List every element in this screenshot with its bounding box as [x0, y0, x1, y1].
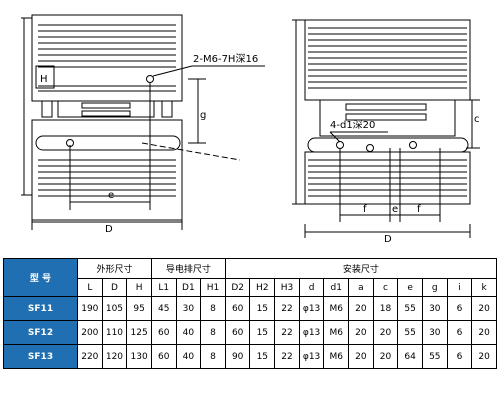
right-view	[292, 19, 480, 238]
value-cell: 6	[446, 320, 473, 345]
col-header: D1	[175, 278, 202, 297]
value-cell: 8	[200, 320, 226, 345]
col-header: k	[471, 278, 497, 297]
value-cell: 60	[150, 344, 177, 369]
value-cell: 15	[249, 344, 276, 369]
value-cell: 200	[77, 320, 103, 345]
value-cell: 220	[77, 344, 103, 369]
value-cell: 90	[224, 344, 251, 369]
model-cell: SF12	[3, 320, 78, 345]
value-cell: 130	[126, 344, 152, 369]
value-cell: 22	[274, 344, 300, 369]
value-cell: 40	[175, 320, 202, 345]
label-H: H	[40, 74, 48, 85]
value-cell: 125	[126, 320, 152, 345]
value-cell: 30	[175, 296, 202, 321]
label-e-left: e	[108, 190, 114, 201]
group-install: 安装尺寸	[224, 258, 498, 279]
header-model: 型 号	[3, 258, 78, 297]
value-cell: φ13	[298, 320, 325, 345]
value-cell: M6	[323, 344, 350, 369]
model-cell: SF13	[3, 344, 78, 369]
value-cell: 20	[471, 344, 497, 369]
col-header: D2	[224, 278, 251, 297]
value-cell: 20	[348, 296, 374, 321]
value-cell: 45	[150, 296, 177, 321]
value-cell: 15	[249, 320, 276, 345]
value-cell: 20	[471, 320, 497, 345]
model-cell: SF11	[3, 296, 78, 321]
value-cell: 40	[175, 344, 202, 369]
value-cell: φ13	[298, 296, 325, 321]
col-header: a	[348, 278, 374, 297]
value-cell: 30	[421, 320, 448, 345]
left-view	[21, 14, 265, 230]
spec-table: 型 号 外形尺寸 导电排尺寸 安装尺寸 L D H L1 D1 H1 D2 H2…	[3, 258, 498, 369]
value-cell: M6	[323, 320, 350, 345]
value-cell: 120	[101, 344, 128, 369]
value-cell: 95	[126, 296, 152, 321]
technical-drawing: H g e D 2-M6-7H深16 c f e f D 4-d1深20	[21, 14, 480, 245]
value-cell: 55	[397, 320, 423, 345]
value-cell: 20	[471, 296, 497, 321]
value-cell: 6	[446, 296, 473, 321]
table-row: SF12 200 110 125 60 40 8 60 15 22 φ13 M6…	[3, 320, 497, 345]
col-header: L	[77, 278, 103, 297]
holes-note: 4-d1深20	[330, 119, 375, 131]
value-cell: 8	[200, 344, 226, 369]
col-header: H1	[200, 278, 226, 297]
col-header: H2	[249, 278, 276, 297]
label-D-left: D	[105, 224, 113, 235]
value-cell: 64	[397, 344, 423, 369]
label-f-2: f	[417, 204, 421, 215]
label-g: g	[200, 110, 206, 121]
value-cell: 20	[348, 344, 374, 369]
value-cell: 15	[249, 296, 276, 321]
value-cell: 190	[77, 296, 103, 321]
value-cell: 22	[274, 296, 300, 321]
value-cell: 110	[101, 320, 128, 345]
label-c: c	[474, 114, 480, 125]
col-header: H3	[274, 278, 300, 297]
value-cell: 20	[372, 320, 399, 345]
col-header: L1	[150, 278, 177, 297]
value-cell: 30	[421, 296, 448, 321]
group-outer: 外形尺寸	[77, 258, 152, 279]
col-header: e	[397, 278, 423, 297]
col-header: g	[421, 278, 448, 297]
value-cell: 60	[150, 320, 177, 345]
col-header: H	[126, 278, 152, 297]
value-cell: 105	[101, 296, 128, 321]
value-cell: 20	[372, 344, 399, 369]
col-header: d1	[323, 278, 350, 297]
value-cell: 18	[372, 296, 399, 321]
table-row: SF11 190 105 95 45 30 8 60 15 22 φ13 M6 …	[3, 296, 497, 321]
value-cell: 60	[224, 320, 251, 345]
label-e-right: e	[392, 204, 398, 215]
value-cell: 22	[274, 320, 300, 345]
table-row: SF13 220 120 130 60 40 8 90 15 22 φ13 M6…	[3, 344, 497, 369]
value-cell: 60	[224, 296, 251, 321]
group-busbar: 导电排尺寸	[150, 258, 226, 279]
thread-note: 2-M6-7H深16	[193, 53, 258, 65]
col-header: d	[298, 278, 325, 297]
col-header: D	[101, 278, 128, 297]
col-header: i	[446, 278, 473, 297]
label-f-1: f	[363, 204, 367, 215]
value-cell: 8	[200, 296, 226, 321]
label-D-right: D	[384, 234, 392, 245]
value-cell: 6	[446, 344, 473, 369]
value-cell: 20	[348, 320, 374, 345]
value-cell: 55	[421, 344, 448, 369]
col-header: c	[372, 278, 399, 297]
value-cell: 55	[397, 296, 423, 321]
value-cell: M6	[323, 296, 350, 321]
value-cell: φ13	[298, 344, 325, 369]
